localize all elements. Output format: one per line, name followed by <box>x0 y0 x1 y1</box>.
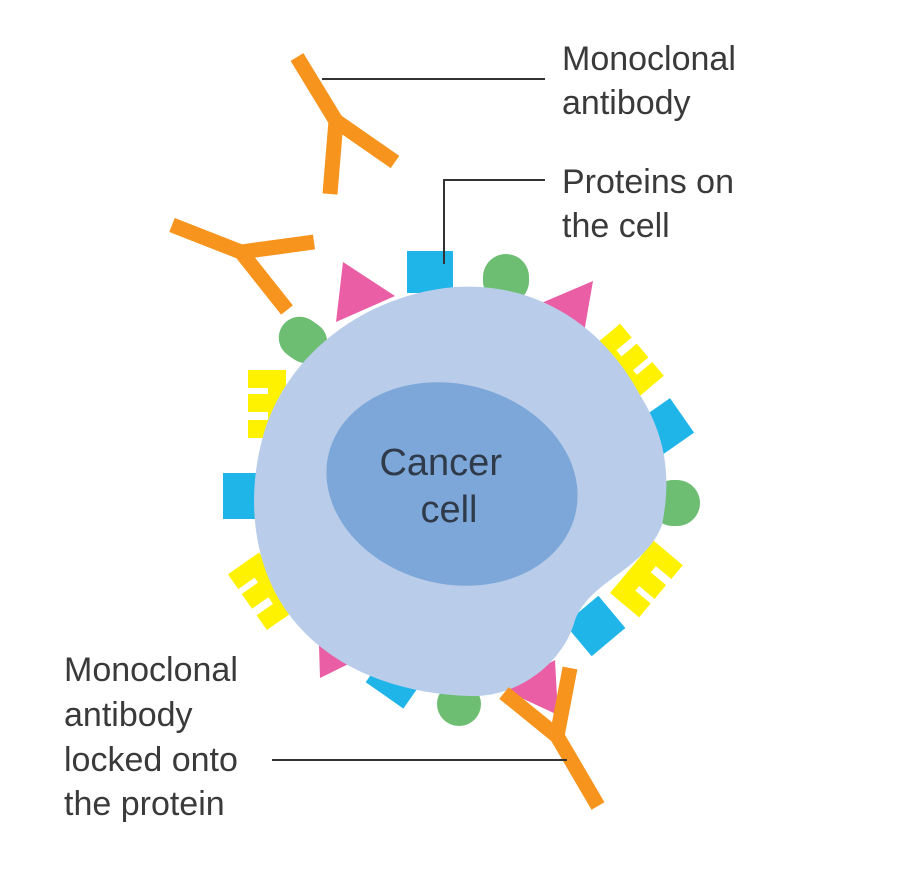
free-antibody-top <box>290 53 400 195</box>
label-proteins-on-cell: Proteins on the cell <box>562 163 743 245</box>
label-monoclonal-antibody: Monoclonal antibody <box>562 40 745 122</box>
leader-line-proteins <box>443 179 545 264</box>
square-protein-top <box>407 251 453 293</box>
square-protein-bottom-right <box>564 595 626 657</box>
cell-nucleus <box>326 382 578 586</box>
receptor-protein-right-lower <box>610 540 683 618</box>
triangle-protein-bottom <box>502 660 558 715</box>
cell-label: Cancer cell <box>379 442 512 531</box>
free-antibody-left <box>169 218 316 315</box>
triangle-protein-top-left <box>336 262 395 322</box>
label-antibody-locked-onto-protein: Monoclonal antibody locked onto the prot… <box>64 651 247 823</box>
bound-antibody <box>499 666 605 810</box>
